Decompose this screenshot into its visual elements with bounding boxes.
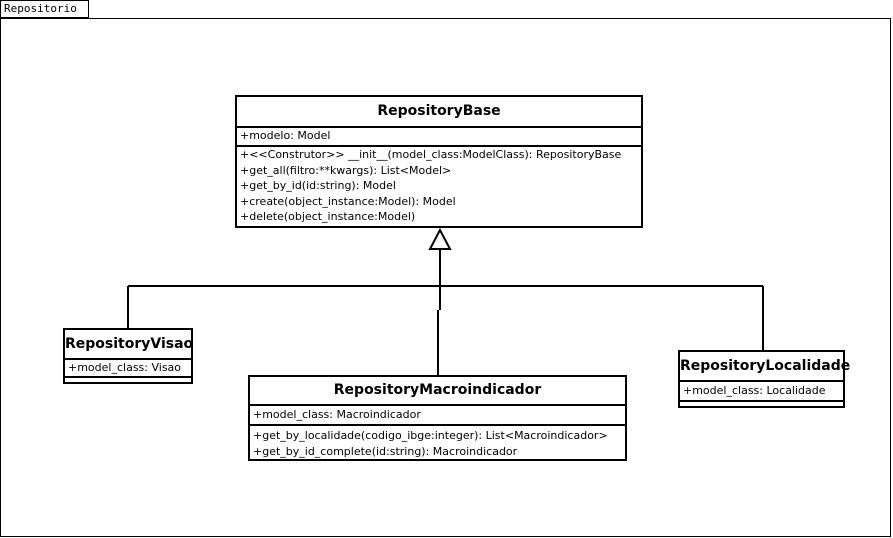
operations-section: +get_by_localidade(codigo_ibge:integer):… [250,426,625,459]
attributes-section: +modelo: Model [237,128,641,147]
operation: +<<Construtor>> __init__(model_class:Mod… [240,148,622,161]
attributes-section: +model_class: Localidade [680,382,843,402]
class-repository-base[interactable]: RepositoryBase +modelo: Model +<<Constru… [235,95,643,228]
class-repository-localidade[interactable]: RepositoryLocalidade +model_class: Local… [678,350,850,408]
class-name: RepositoryBase [237,97,641,128]
operation: +get_by_localidade(codigo_ibge:integer):… [253,429,608,442]
operations-section: +<<Construtor>> __init__(model_class:Mod… [237,147,641,225]
operation: +get_all(filtro:**kwargs): List<Model> [240,163,452,177]
attribute: +model_class: Localidade [683,384,826,397]
operation: +create(object_instance:Model): Model [240,194,456,208]
class-name: RepositoryLocalidade [680,352,850,382]
attributes-section: +model_class: Visao [65,360,191,378]
class-repository-visao[interactable]: RepositoryVisao +model_class: Visao [63,328,193,384]
attribute: +modelo: Model [240,129,331,142]
attribute: +model_class: Macroindicador [253,408,421,421]
operation: +get_by_id_complete(id:string): Macroind… [253,444,518,458]
generalization-arrowhead [428,227,452,250]
attribute: +model_class: Visao [68,361,182,374]
class-repository-macroindicador[interactable]: RepositoryMacroindicador +model_class: M… [248,375,627,461]
class-name: RepositoryMacroindicador [250,377,625,406]
class-name: RepositoryVisao [65,330,193,360]
operation: +delete(object_instance:Model) [240,210,416,224]
package-tab: Repositorio [0,0,89,18]
package-name: Repositorio [4,2,77,15]
package-frame [0,18,891,537]
attributes-section: +model_class: Macroindicador [250,406,625,426]
operation: +get_by_id(id:string): Model [240,179,396,193]
